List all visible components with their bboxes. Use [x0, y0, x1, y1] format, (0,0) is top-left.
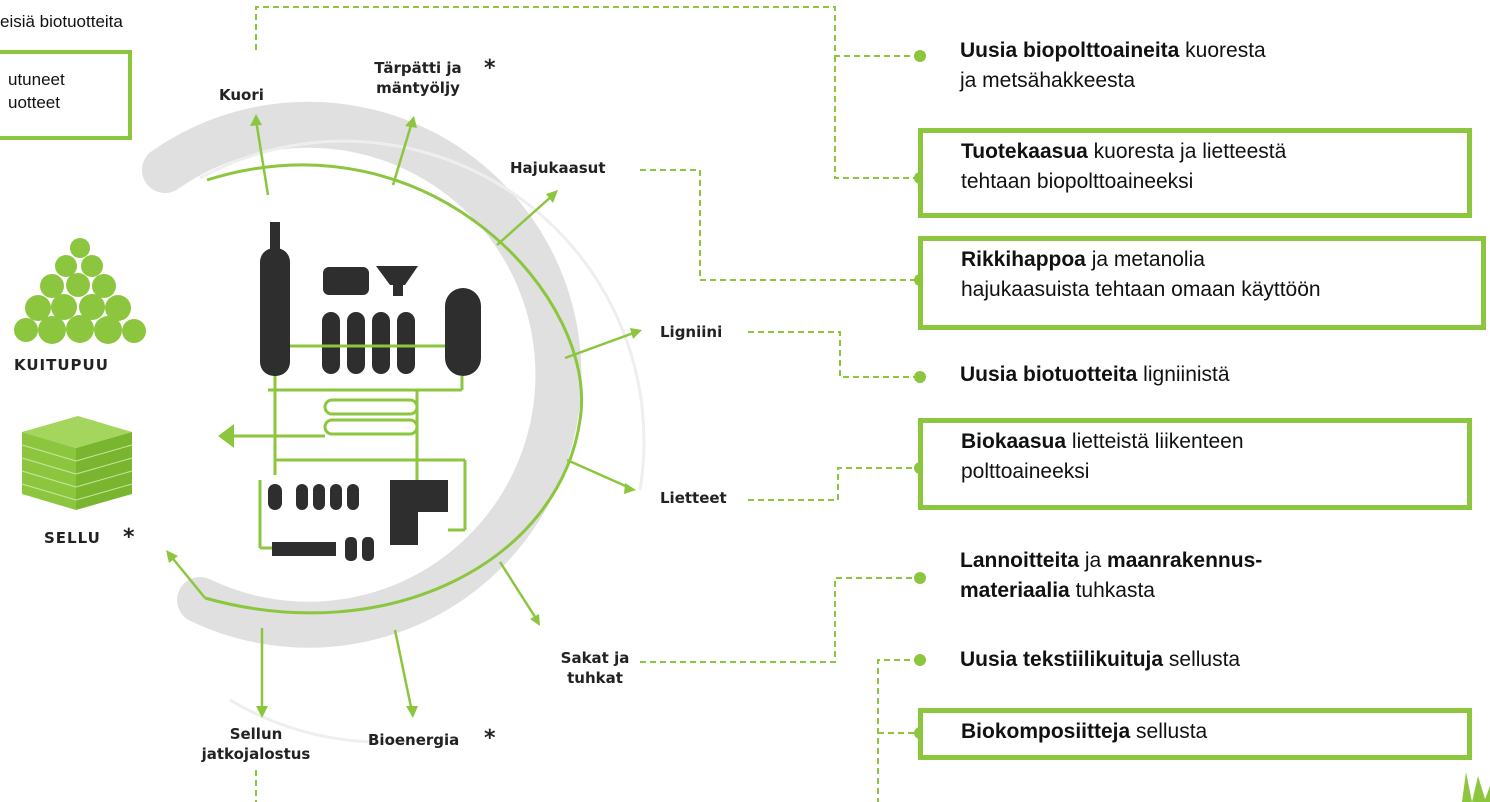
tarpatti-asterisk: * — [484, 56, 496, 81]
product-4-bold: Uusia biotuotteita — [960, 363, 1138, 386]
product-8-rest: sellusta — [1130, 720, 1208, 743]
product-lannoitteet: Lannoitteita ja maanrakennus- materiaali… — [960, 546, 1262, 606]
product-6-line2-bold: materiaalia — [960, 579, 1070, 602]
product-tuotekaasu: Tuotekaasua kuoresta ja lietteestä tehta… — [918, 128, 1472, 218]
sellu-label: SELLU — [44, 529, 101, 547]
product-5-bold: Biokaasua — [961, 430, 1067, 453]
product-6-bold2: maanrakennus- — [1107, 549, 1263, 572]
product-7-bold: Uusia tekstiilikuituja — [960, 648, 1164, 671]
stream-kuori: Kuori — [219, 86, 264, 104]
product-3-bold: Rikkihappoa — [961, 248, 1086, 271]
product-1-rest: kuoresta — [1179, 39, 1266, 62]
product-7-rest: sellusta — [1163, 648, 1241, 671]
product-8-bold: Biokomposiitteja — [961, 720, 1131, 743]
stream-tarpatti: Tärpätti ja mäntyöljy — [358, 58, 478, 98]
stream-lietteet: Lietteet — [660, 489, 727, 507]
legend-box-line1: utuneet — [8, 70, 65, 89]
stream-sellun-line2: jatkojalostus — [201, 745, 311, 763]
stream-bioenergia: Bioenergia — [368, 731, 460, 749]
product-1-line2: ja metsähakkeesta — [960, 69, 1136, 92]
stream-sellun-line1: Sellun — [229, 725, 283, 743]
product-2-bold: Tuotekaasua — [961, 140, 1088, 163]
grey-ring — [142, 101, 582, 648]
product-3-rest: ja metanolia — [1085, 248, 1205, 271]
ring-outline — [199, 139, 646, 491]
stream-sakat-line1: Sakat ja — [560, 649, 630, 667]
output-arrow-head — [218, 424, 234, 448]
product-biokomposiitit: Biokomposiitteja sellusta — [918, 708, 1472, 760]
product-6-bold: Lannoitteita — [960, 549, 1079, 572]
stream-sakat-line2: tuhkat — [567, 669, 623, 687]
product-2-rest: kuoresta ja lietteestä — [1087, 140, 1287, 163]
product-biokaasu: Biokaasua lietteistä liikenteen polttoai… — [918, 418, 1472, 510]
arrow-heads — [166, 114, 642, 718]
ring-outline-bottom — [229, 698, 421, 744]
product-5-line2: polttoaineeksi — [961, 460, 1090, 483]
product-3-line2: hajukaasuista tehtaan omaan käyttöön — [961, 278, 1321, 301]
kuitupuu-icon — [14, 238, 146, 344]
stream-arrows — [169, 119, 637, 713]
stream-ligniini: Ligniini — [660, 323, 723, 341]
sellu-icon — [21, 416, 133, 510]
legend-box: utuneet uotteet — [0, 50, 132, 140]
factory-pictogram — [218, 222, 481, 561]
logo-icon — [1462, 772, 1490, 802]
stream-hajukaasut: Hajukaasut — [510, 159, 606, 177]
product-6-line2: tuhkasta — [1069, 579, 1155, 602]
product-ligniini: Uusia biotuotteita ligniinistä — [960, 360, 1230, 390]
process-arc — [204, 163, 583, 615]
stream-tarpatti-line1: Tärpätti ja — [374, 59, 462, 77]
kuitupuu-label: KUITUPUU — [14, 356, 109, 374]
stream-tarpatti-line2: mäntyöljy — [376, 79, 460, 97]
sellu-asterisk: * — [123, 525, 135, 550]
product-6-rest: ja — [1079, 549, 1108, 572]
stream-sakat: Sakat ja tuhkat — [555, 648, 635, 688]
stream-sellun: Sellun jatkojalostus — [196, 724, 316, 764]
product-4-rest: ligniinistä — [1137, 363, 1230, 386]
legend-box-line2: uotteet — [8, 93, 60, 112]
legend-text: eisiä biotuotteita — [0, 12, 123, 31]
dashed-connectors — [255, 6, 920, 802]
product-2-line2: tehtaan biopolttoaineeksi — [961, 170, 1194, 193]
product-tekstiilikuidut: Uusia tekstiilikuituja sellusta — [960, 645, 1240, 675]
product-1-bold: Uusia biopolttoaineita — [960, 39, 1180, 62]
product-rikkihappo: Rikkihappoa ja metanolia hajukaasuista t… — [918, 236, 1486, 330]
product-biopolttoaineet: Uusia biopolttoaineita kuoresta ja metsä… — [960, 36, 1266, 96]
bioenergia-asterisk: * — [484, 726, 496, 751]
product-5-rest: lietteistä liikenteen — [1066, 430, 1244, 453]
